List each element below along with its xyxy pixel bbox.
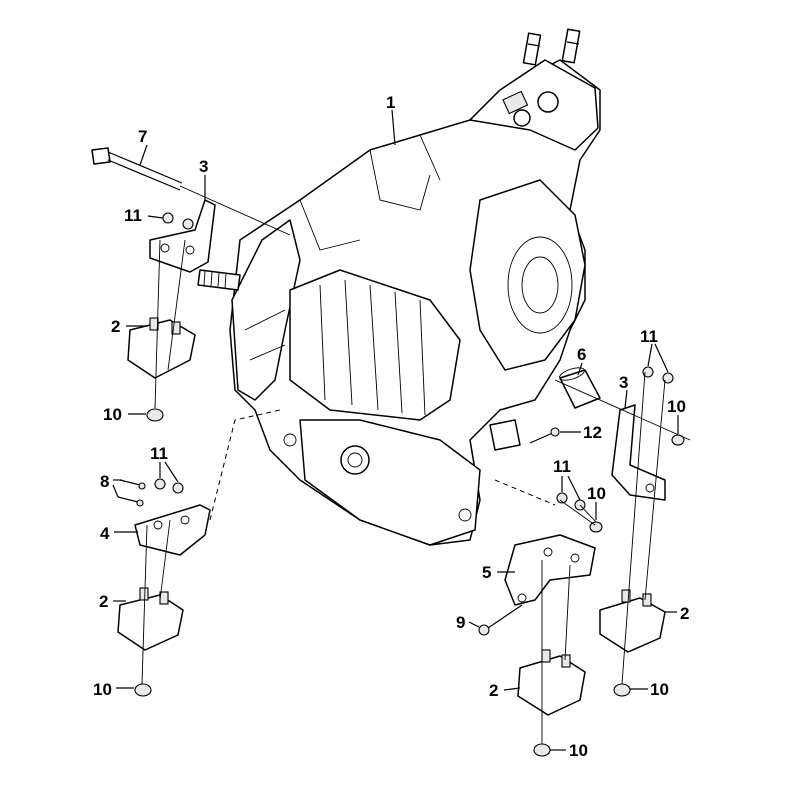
callout-11: 11 xyxy=(640,327,658,346)
middle-bracket xyxy=(504,534,596,606)
through-bolt xyxy=(91,147,291,236)
bolt-9 xyxy=(478,604,523,636)
callout-6: 6 xyxy=(577,345,586,364)
left-lower-bracket xyxy=(134,504,211,556)
nut-pair-lower-left xyxy=(154,478,184,494)
callout-2: 2 xyxy=(489,681,498,700)
callout-2: 2 xyxy=(680,604,689,623)
callout-7: 7 xyxy=(138,127,147,146)
spacer-sleeve xyxy=(559,367,601,409)
callout-labels: 1 7 3 11 2 10 11 8 4 2 10 6 11 3 10 12 1… xyxy=(93,93,689,760)
callout-10: 10 xyxy=(667,397,686,416)
callout-9: 9 xyxy=(456,613,465,632)
washer-right-lower xyxy=(613,683,631,697)
callout-5: 5 xyxy=(482,563,491,582)
washer-middle xyxy=(589,521,603,533)
washer-lower-left xyxy=(134,683,152,697)
engine-assembly xyxy=(197,28,601,546)
callout-12: 12 xyxy=(583,423,602,442)
callout-10: 10 xyxy=(650,680,669,699)
washer-upper-left xyxy=(146,408,164,422)
rubber-mount-upper-left xyxy=(127,317,196,379)
callout-11: 11 xyxy=(553,457,571,476)
nut-pair-right xyxy=(642,366,674,384)
callout-10: 10 xyxy=(103,405,122,424)
bolt-pair-8 xyxy=(117,479,146,507)
right-bracket xyxy=(611,404,666,501)
callout-2: 2 xyxy=(99,592,108,611)
callout-11: 11 xyxy=(124,206,142,225)
callout-1: 1 xyxy=(386,93,395,112)
callout-10: 10 xyxy=(569,741,588,760)
rubber-mount-right xyxy=(599,589,666,653)
washer-lower-middle xyxy=(533,743,551,757)
callout-11: 11 xyxy=(150,444,168,463)
callout-10: 10 xyxy=(587,484,606,503)
callout-10: 10 xyxy=(93,680,112,699)
rubber-mount-lower-middle xyxy=(517,649,586,716)
alignment-lines xyxy=(141,239,691,744)
leader-lines xyxy=(112,109,679,751)
callout-3: 3 xyxy=(199,157,208,176)
callout-8: 8 xyxy=(100,472,109,491)
callout-4: 4 xyxy=(100,524,110,543)
rubber-mount-lower-left xyxy=(117,587,184,651)
callout-2: 2 xyxy=(111,317,120,336)
stud-12 xyxy=(529,427,560,444)
nut-pair-upper-left xyxy=(162,212,194,230)
callout-3: 3 xyxy=(619,373,628,392)
left-upper-bracket xyxy=(149,199,216,273)
